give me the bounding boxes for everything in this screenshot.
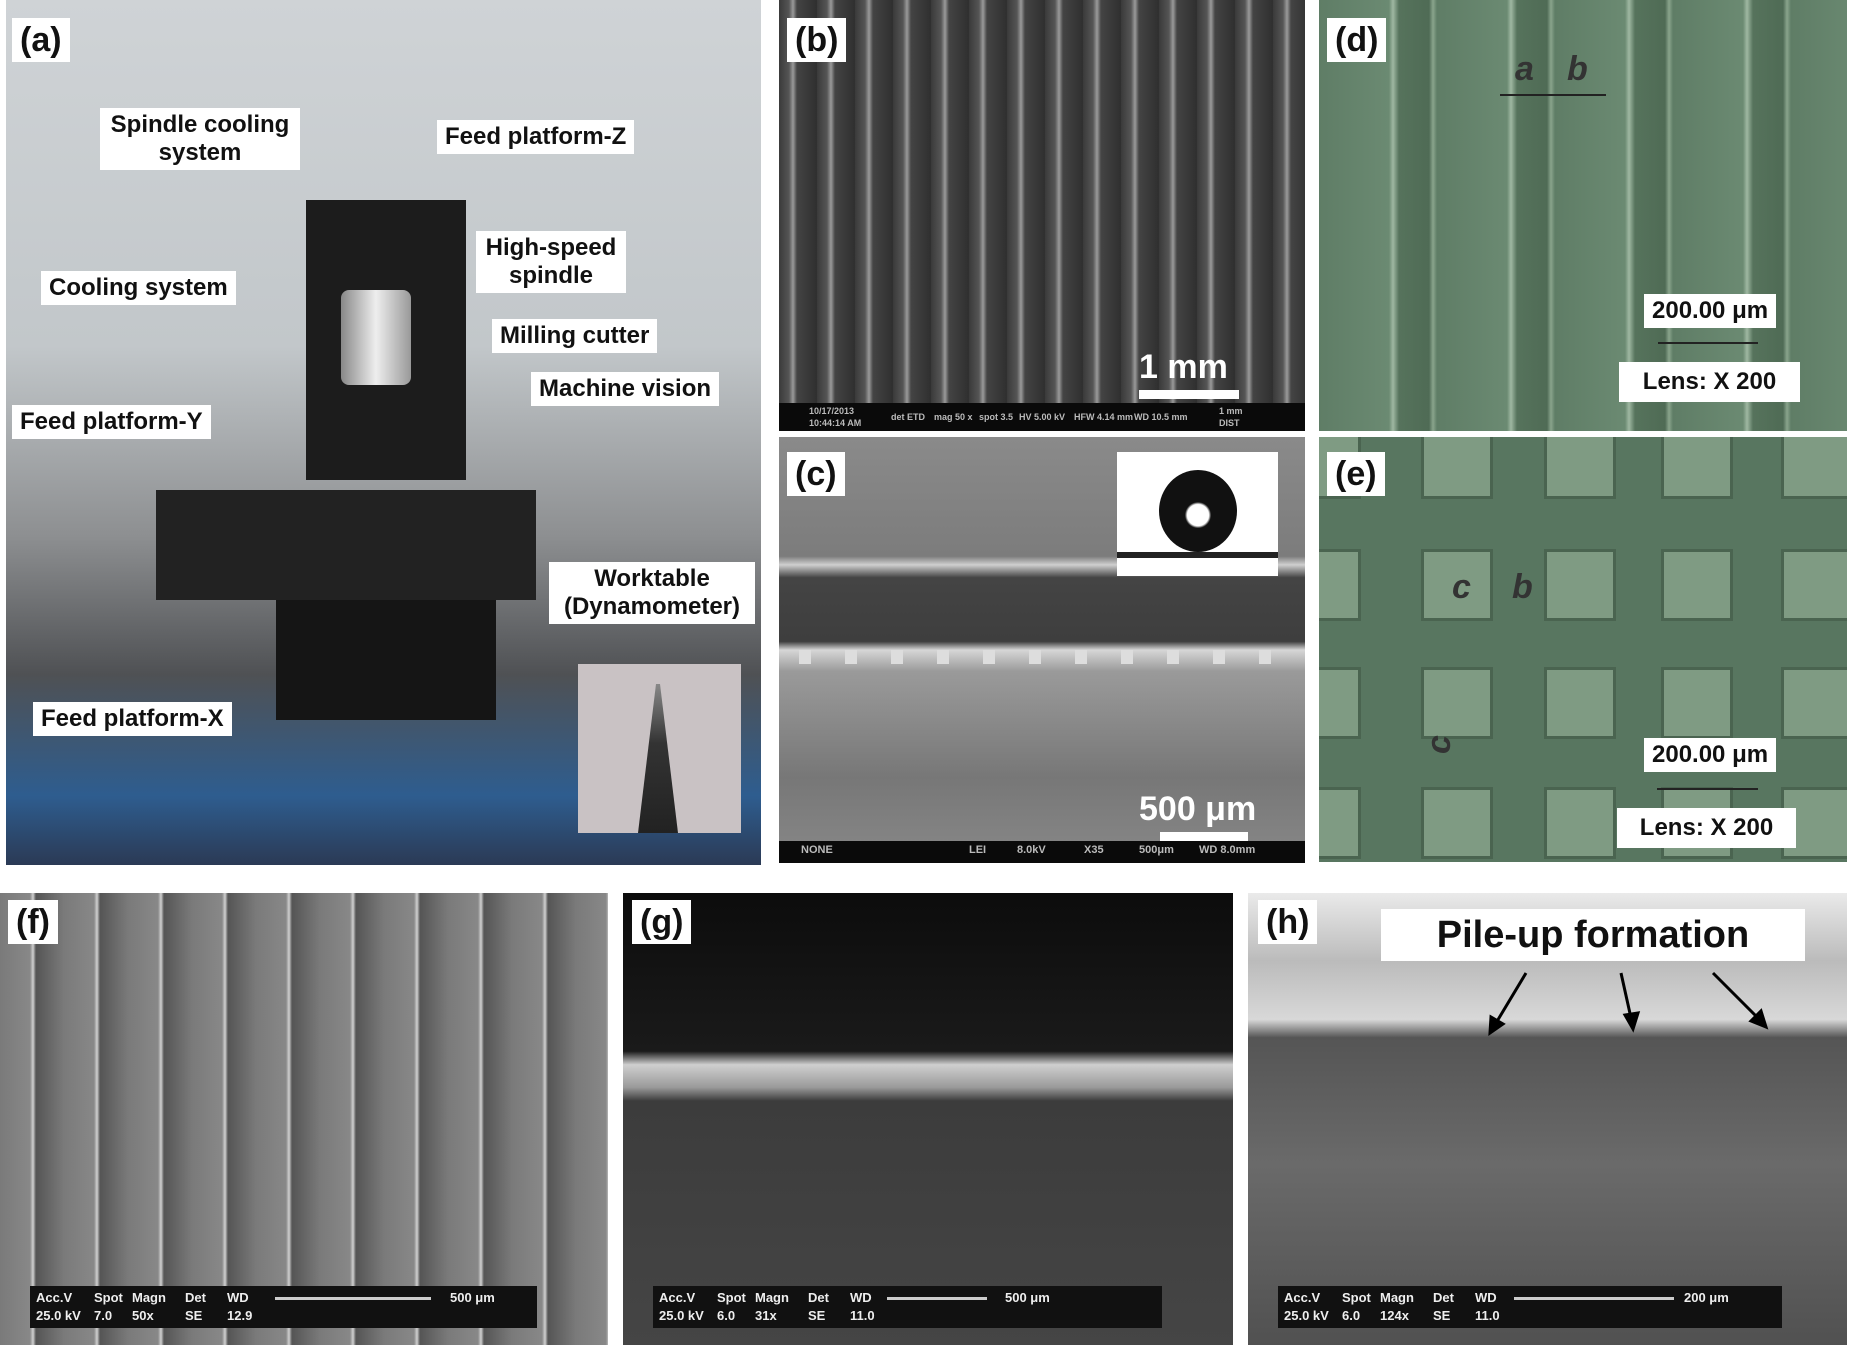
dimension-b-d: b — [1567, 50, 1588, 88]
scale-bar-d — [1658, 342, 1758, 344]
annotation-spindle-cooling-system: Spindle cooling system — [100, 108, 300, 170]
scale-label-b: 1 mm — [1139, 348, 1228, 386]
sem-info-bar-f: Acc.V Spot Magn Det WD 25.0 kV 7.0 50x S… — [30, 1286, 537, 1328]
panel-c-sem-cross-section: NONE LEI 8.0kV X35 500μm WD 8.0mm — [779, 437, 1305, 863]
sem-scale-bar-g — [887, 1297, 987, 1300]
spindle-body — [341, 290, 411, 385]
dimension-c: c — [1452, 568, 1471, 606]
droplet-inset — [1117, 452, 1278, 576]
panel-label-f: (f) — [8, 900, 58, 944]
scale-bar-c — [1160, 832, 1248, 841]
scale-bar-e — [1657, 788, 1758, 790]
sem-scale-bar-f — [275, 1297, 431, 1300]
scale-label-d: 200.00 μm — [1644, 294, 1777, 328]
sem-info-bar-c: NONE LEI 8.0kV X35 500μm WD 8.0mm — [779, 841, 1305, 863]
annotation-high-speed-spindle: High-speed spindle — [476, 231, 626, 293]
feed-x-base — [276, 600, 496, 720]
annotation-feed-platform-x: Feed platform-X — [33, 702, 232, 736]
annotation-feed-platform-z: Feed platform-Z — [437, 120, 635, 154]
dimension-c-vertical: c — [1419, 735, 1458, 754]
lens-label-d: Lens: X 200 — [1619, 362, 1800, 402]
scale-label-c: 500 μm — [1139, 790, 1257, 828]
panel-f-sem-top-view — [0, 893, 608, 1345]
panel-label-a: (a) — [12, 18, 70, 62]
sem-info-bar-h: Acc.V Spot Magn Det WD 25.0 kV 6.0 124x … — [1278, 1286, 1782, 1328]
lens-label-e: Lens: X 200 — [1617, 808, 1796, 848]
panel-e-optical-pillars — [1319, 437, 1847, 862]
annotation-worktable: Worktable (Dynamometer) — [549, 562, 755, 624]
annotation-feed-platform-y: Feed platform-Y — [12, 405, 211, 439]
dimension-b-e: b — [1512, 568, 1533, 606]
sem-info-bar-b: 10/17/2013 10:44:14 AM det ETD mag 50 x … — [779, 403, 1305, 431]
sem-info-bar-g: Acc.V Spot Magn Det WD 25.0 kV 6.0 31x S… — [653, 1286, 1162, 1328]
sem-scale-bar-h — [1514, 1297, 1674, 1300]
dimension-arrows-d — [1500, 94, 1606, 96]
panel-b-sem-grooves: 10/17/2013 10:44:14 AM det ETD mag 50 x … — [779, 0, 1305, 431]
panel-label-g: (g) — [632, 900, 692, 944]
groove-teeth — [779, 650, 1305, 664]
annotation-milling-cutter: Milling cutter — [492, 319, 658, 353]
panel-label-d: (d) — [1327, 18, 1387, 62]
annotation-machine-vision: Machine vision — [531, 372, 720, 406]
annotation-pile-up-formation: Pile-up formation — [1381, 909, 1805, 961]
panel-label-h: (h) — [1258, 900, 1318, 944]
panel-h-sem-pileup — [1248, 893, 1847, 1345]
panel-g-sem-side-view — [623, 893, 1233, 1345]
milling-cutter-inset — [578, 664, 741, 833]
panel-label-c: (c) — [787, 452, 845, 496]
feed-y-bellows — [156, 490, 536, 600]
dimension-a: a — [1515, 50, 1534, 88]
panel-label-b: (b) — [787, 18, 847, 62]
panel-label-e: (e) — [1327, 452, 1385, 496]
panel-d-optical-grooves — [1319, 0, 1847, 431]
annotation-cooling-system: Cooling system — [41, 271, 236, 305]
pile-up-arrows — [1488, 971, 1769, 1036]
scale-bar-b — [1139, 390, 1239, 399]
scale-label-e: 200.00 μm — [1644, 738, 1777, 772]
